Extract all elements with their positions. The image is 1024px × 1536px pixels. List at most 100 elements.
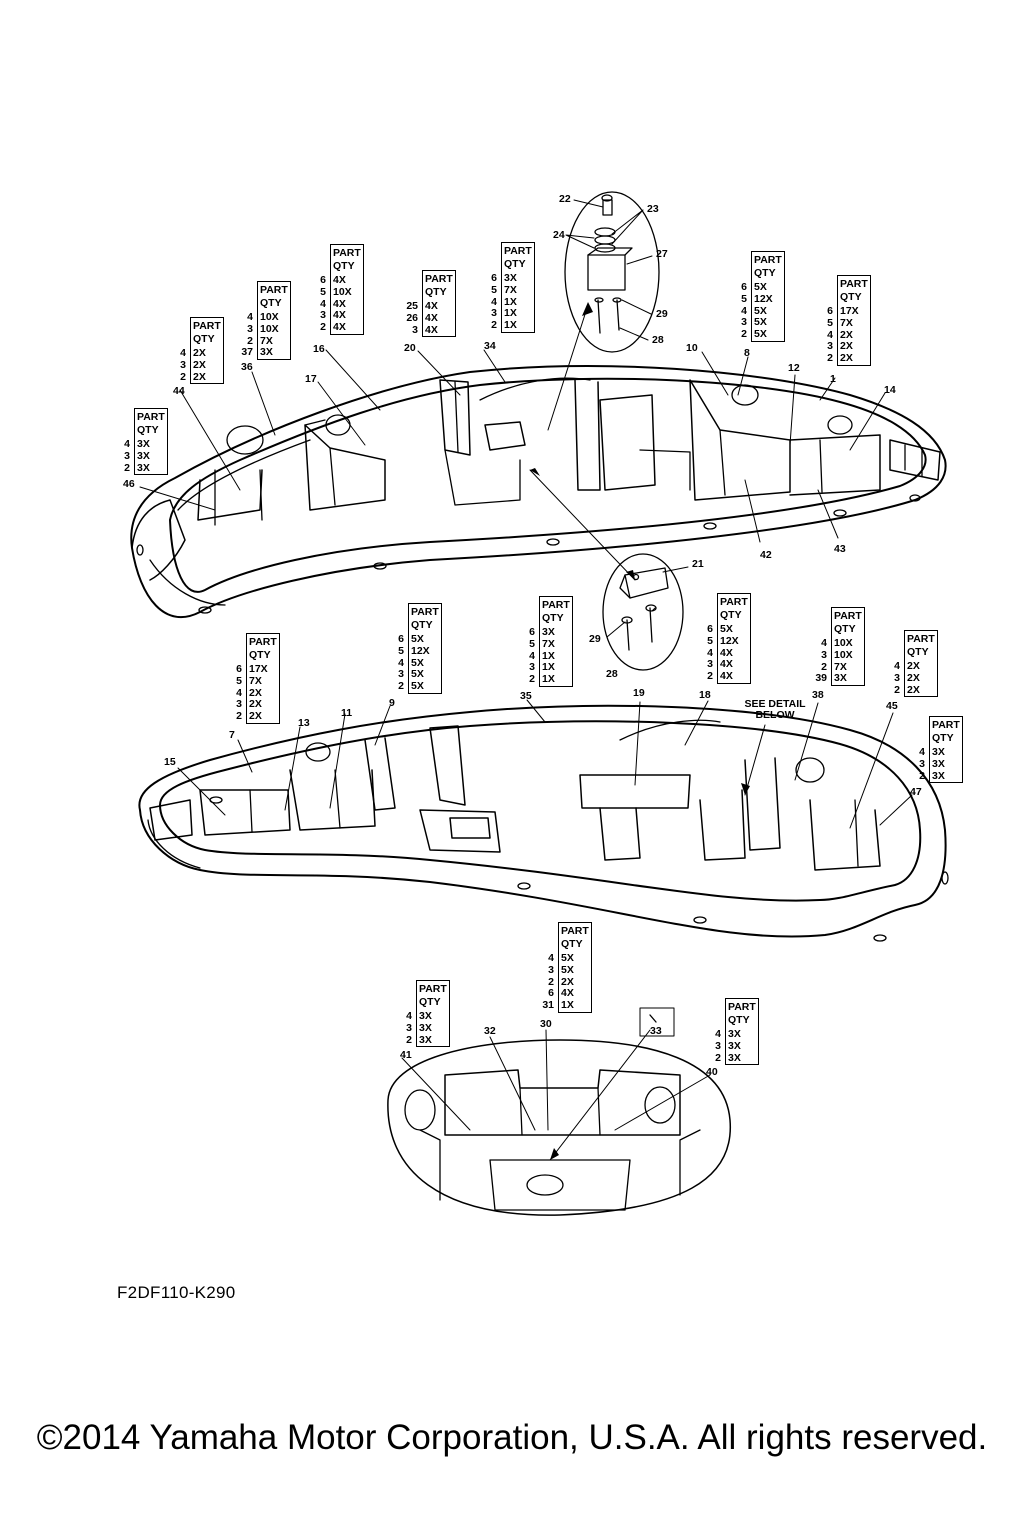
callout-number: 45: [886, 700, 898, 712]
callout-number: 18: [699, 689, 711, 701]
part-number: 4: [398, 656, 404, 669]
part-number: 6: [827, 305, 833, 317]
part-quantity: 2X: [193, 358, 206, 371]
part-quantity: 3X: [932, 746, 945, 758]
part-quantity: 4X: [720, 646, 733, 659]
part-quantity: 3X: [932, 757, 945, 770]
part-number: 2: [180, 370, 186, 383]
lower-hull: [138, 704, 949, 942]
part-quantity: 2X: [840, 328, 853, 341]
part-quantity: 2X: [561, 975, 574, 988]
callout-number: 17: [305, 373, 317, 385]
part-quantity: 4X: [561, 987, 574, 1000]
part-number: 2: [529, 673, 535, 686]
header-part: PART: [932, 719, 960, 731]
part-number: 25: [406, 300, 418, 312]
callout-number: 16: [313, 343, 325, 355]
part-quantity: 1X: [504, 319, 517, 332]
header-qty: QTY: [542, 612, 564, 624]
part-quantity: 3X: [728, 1051, 741, 1064]
part-quantity: 10X: [260, 322, 279, 335]
header-qty: QTY: [333, 260, 355, 272]
part-number: 2: [124, 461, 130, 474]
detail-oval-bracket: [602, 553, 684, 671]
header-part: PART: [333, 247, 361, 259]
part-number: 2: [827, 352, 833, 365]
part-number: 2: [236, 710, 242, 723]
part-quantity: 4X: [333, 309, 346, 322]
header-qty: QTY: [754, 267, 776, 279]
upper-hull: [130, 365, 947, 618]
part-number: 3: [707, 658, 713, 671]
callout-number: 1: [830, 373, 836, 385]
header-part: PART: [542, 599, 570, 611]
qty-table-frame: [539, 596, 573, 687]
qty-table-frame: [558, 922, 592, 1013]
header-qty: QTY: [504, 258, 526, 270]
callout-number: 28: [606, 668, 618, 680]
callout-number: 40: [706, 1066, 718, 1078]
part-quantity: 1X: [504, 307, 517, 320]
part-number: 3: [124, 449, 130, 462]
header-part: PART: [840, 278, 868, 290]
part-number: 2: [707, 670, 713, 683]
callout-number: 20: [404, 342, 416, 354]
bottom-detail-oval: [387, 1039, 731, 1216]
part-number: 2: [247, 334, 253, 347]
callout-number: 35: [520, 690, 532, 702]
part-number: 37: [241, 346, 253, 359]
header-qty: QTY: [720, 609, 742, 621]
header-qty: QTY: [137, 424, 159, 436]
part-quantity: 4X: [333, 274, 346, 286]
header-qty: QTY: [728, 1014, 750, 1026]
callout-number: 27: [656, 248, 668, 260]
header-part: PART: [720, 596, 748, 608]
part-quantity: 3X: [504, 272, 517, 284]
part-number: 5: [741, 292, 747, 305]
part-quantity: 5X: [411, 656, 424, 669]
part-quantity: 5X: [754, 328, 767, 341]
header-part: PART: [728, 1001, 756, 1013]
part-quantity: 5X: [411, 633, 424, 645]
part-quantity: 4X: [333, 297, 346, 310]
part-number: 2: [320, 321, 326, 334]
part-quantity: 17X: [840, 305, 859, 317]
part-quantity: 2X: [840, 340, 853, 353]
part-quantity: 5X: [411, 680, 424, 693]
part-quantity: 3X: [542, 626, 555, 638]
header-part: PART: [754, 254, 782, 266]
part-quantity: 5X: [754, 316, 767, 329]
part-number: 3: [821, 648, 827, 661]
qty-table-frame: [831, 607, 865, 687]
part-number: 3: [919, 757, 925, 770]
header-part: PART: [834, 610, 862, 622]
header-qty: QTY: [425, 286, 447, 298]
part-quantity: 3X: [834, 672, 847, 685]
part-quantity: 3X: [932, 769, 945, 782]
part-quantity: 17X: [249, 663, 268, 675]
callout-number: 32: [484, 1025, 496, 1037]
header-part: PART: [907, 633, 935, 645]
part-number: 3: [320, 309, 326, 322]
qty-table-frame: [751, 251, 785, 342]
part-number: 3: [398, 668, 404, 681]
part-number: 4: [236, 686, 242, 699]
detail-oval-hardware: [564, 191, 660, 353]
header-part: PART: [561, 925, 589, 937]
header-qty: QTY: [840, 291, 862, 303]
part-quantity: 4X: [425, 323, 438, 336]
part-quantity: 2X: [907, 683, 920, 696]
header-qty: QTY: [193, 333, 215, 345]
part-number: 2: [548, 975, 554, 988]
callout-number: 13: [298, 717, 310, 729]
callout-number: 41: [400, 1049, 412, 1061]
part-number: 6: [548, 987, 554, 1000]
see-detail-line-2: BELOW: [755, 709, 795, 721]
part-quantity: 12X: [754, 292, 773, 305]
qty-table-frame: [134, 408, 168, 476]
header-part: PART: [419, 983, 447, 995]
part-number: 4: [247, 311, 253, 323]
part-quantity: 7X: [542, 637, 555, 650]
see-detail-label: SEE DETAIL BELOW: [736, 699, 814, 721]
part-quantity: 10X: [333, 285, 352, 298]
